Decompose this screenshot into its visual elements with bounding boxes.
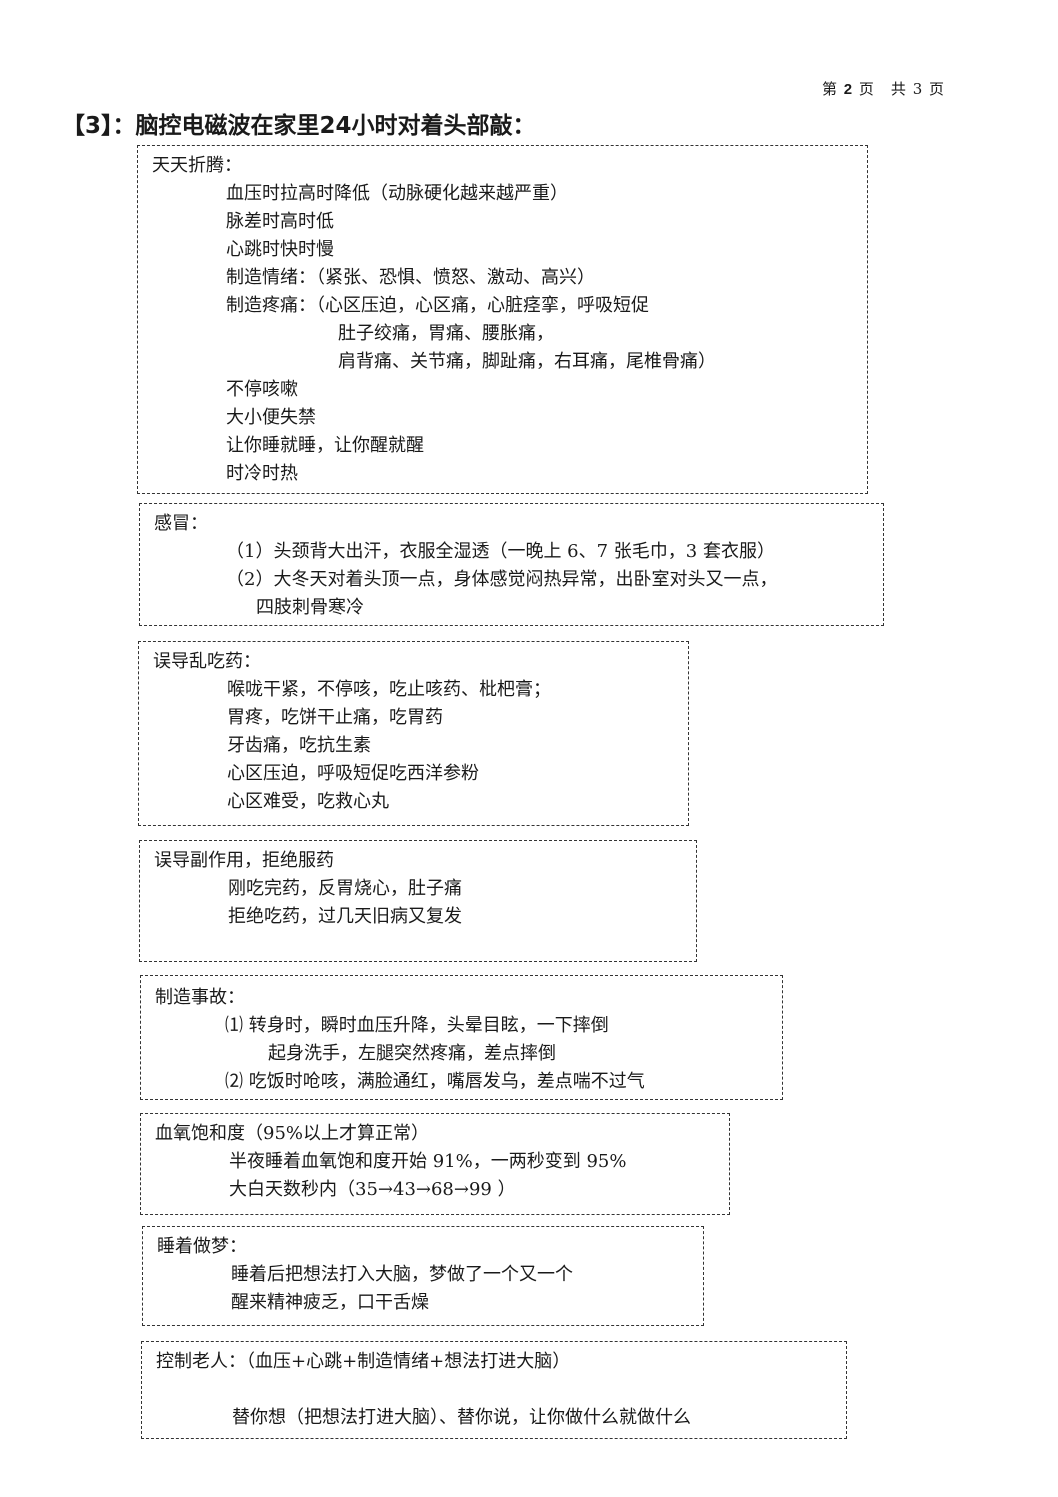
list-item: 让你睡就睡，让你醒就醒 xyxy=(226,435,424,456)
list-item: 替你想（把想法打进大脑）、替你说，让你做什么就做什么 xyxy=(232,1407,691,1428)
list-item: 胃疼，吃饼干止痛，吃胃药 xyxy=(227,707,443,728)
list-item: 肩背痛、关节痛，脚趾痛，右耳痛，尾椎骨痛） xyxy=(338,351,716,372)
section-heading: 制造事故： xyxy=(155,987,245,1008)
page-suffix: 页 xyxy=(929,80,946,98)
page-number: 2 xyxy=(843,81,854,98)
page-header: 第 2 页 共 3 页 xyxy=(822,78,945,99)
section-heading: 控制老人：（血压+心跳+制造情绪+想法打进大脑） xyxy=(156,1351,571,1372)
section-heading: 感冒： xyxy=(154,513,208,534)
list-item: 制造情绪：（紧张、恐惧、愤怒、激动、高兴） xyxy=(226,267,595,288)
section-daily-torment: 天天折腾： 血压时拉高时降低（动脉硬化越来越严重） 脉差时高时低 心跳时快时慢 … xyxy=(137,145,868,494)
list-item: 肚子绞痛，胃痛、腰胀痛， xyxy=(338,323,554,344)
list-item: 血压时拉高时降低（动脉硬化越来越严重） xyxy=(226,183,568,204)
section-heading: 睡着做梦： xyxy=(157,1236,247,1257)
document-title: 【3】：脑控电磁波在家里24小时对着头部敲： xyxy=(62,113,536,139)
list-item: 牙齿痛，吃抗生素 xyxy=(227,735,371,756)
section-heading: 误导乱吃药： xyxy=(153,651,261,672)
section-side-effects: 误导副作用，拒绝服药 刚吃完药，反胃烧心，肚子痛 拒绝吃药，过几天旧病又复发 xyxy=(139,840,697,962)
section-misleading-medication: 误导乱吃药： 喉咙干紧，不停咳，吃止咳药、枇杷膏； 胃疼，吃饼干止痛，吃胃药 牙… xyxy=(138,641,689,826)
list-item: ⑴ 转身时，瞬时血压升降，头晕目眩，一下摔倒 xyxy=(225,1015,609,1036)
list-item: 心区压迫，呼吸短促吃西洋参粉 xyxy=(227,763,479,784)
section-dreams: 睡着做梦： 睡着后把想法打入大脑，梦做了一个又一个 醒来精神疲乏，口干舌燥 xyxy=(142,1226,704,1326)
list-item: 制造疼痛：（心区压迫，心区痛，心脏痉挛，呼吸短促 xyxy=(226,295,649,316)
section-heading: 天天折腾： xyxy=(152,155,242,176)
list-item: 拒绝吃药，过几天旧病又复发 xyxy=(228,906,462,927)
list-item: 睡着后把想法打入大脑，梦做了一个又一个 xyxy=(231,1264,573,1285)
section-accidents: 制造事故： ⑴ 转身时，瞬时血压升降，头晕目眩，一下摔倒 起身洗手，左腿突然疼痛… xyxy=(140,975,783,1100)
list-item: 脉差时高时低 xyxy=(226,211,334,232)
list-item: 起身洗手，左腿突然疼痛，差点摔倒 xyxy=(268,1043,556,1064)
list-item: 大小便失禁 xyxy=(226,407,316,428)
list-item: （1）头颈背大出汗，衣服全湿透（一晚上 6、7 张毛巾，3 套衣服） xyxy=(226,541,775,562)
list-item: 时冷时热 xyxy=(226,463,298,484)
list-item: （2）大冬天对着头顶一点，身体感觉闷热异常，出卧室对头又一点， xyxy=(226,569,778,590)
list-item: 大白天数秒内（35→43→68→99 ） xyxy=(229,1179,516,1200)
list-item: 刚吃完药，反胃烧心，肚子痛 xyxy=(228,878,462,899)
list-item: 心区难受，吃救心丸 xyxy=(227,791,389,812)
page-total: 3 xyxy=(912,80,924,98)
section-control-elderly: 控制老人：（血压+心跳+制造情绪+想法打进大脑） 替你想（把想法打进大脑）、替你… xyxy=(141,1341,847,1439)
section-heading: 血氧饱和度（95%以上才算正常） xyxy=(155,1123,430,1144)
section-blood-oxygen: 血氧饱和度（95%以上才算正常） 半夜睡着血氧饱和度开始 91%，一两秒变到 9… xyxy=(140,1113,730,1215)
list-item: 四肢刺骨寒冷 xyxy=(256,597,364,618)
page-prefix: 第 xyxy=(822,80,839,98)
list-item: 半夜睡着血氧饱和度开始 91%，一两秒变到 95% xyxy=(229,1151,627,1172)
list-item: 不停咳嗽 xyxy=(226,379,298,400)
section-heading: 误导副作用，拒绝服药 xyxy=(154,850,334,871)
section-cold: 感冒： （1）头颈背大出汗，衣服全湿透（一晚上 6、7 张毛巾，3 套衣服） （… xyxy=(139,503,884,626)
list-item: ⑵ 吃饭时呛咳，满脸通红，嘴唇发乌，差点喘不过气 xyxy=(225,1071,645,1092)
list-item: 醒来精神疲乏，口干舌燥 xyxy=(231,1292,429,1313)
list-item: 喉咙干紧，不停咳，吃止咳药、枇杷膏； xyxy=(227,679,551,700)
list-item: 心跳时快时慢 xyxy=(226,239,334,260)
page-mid: 页 共 xyxy=(858,80,907,98)
